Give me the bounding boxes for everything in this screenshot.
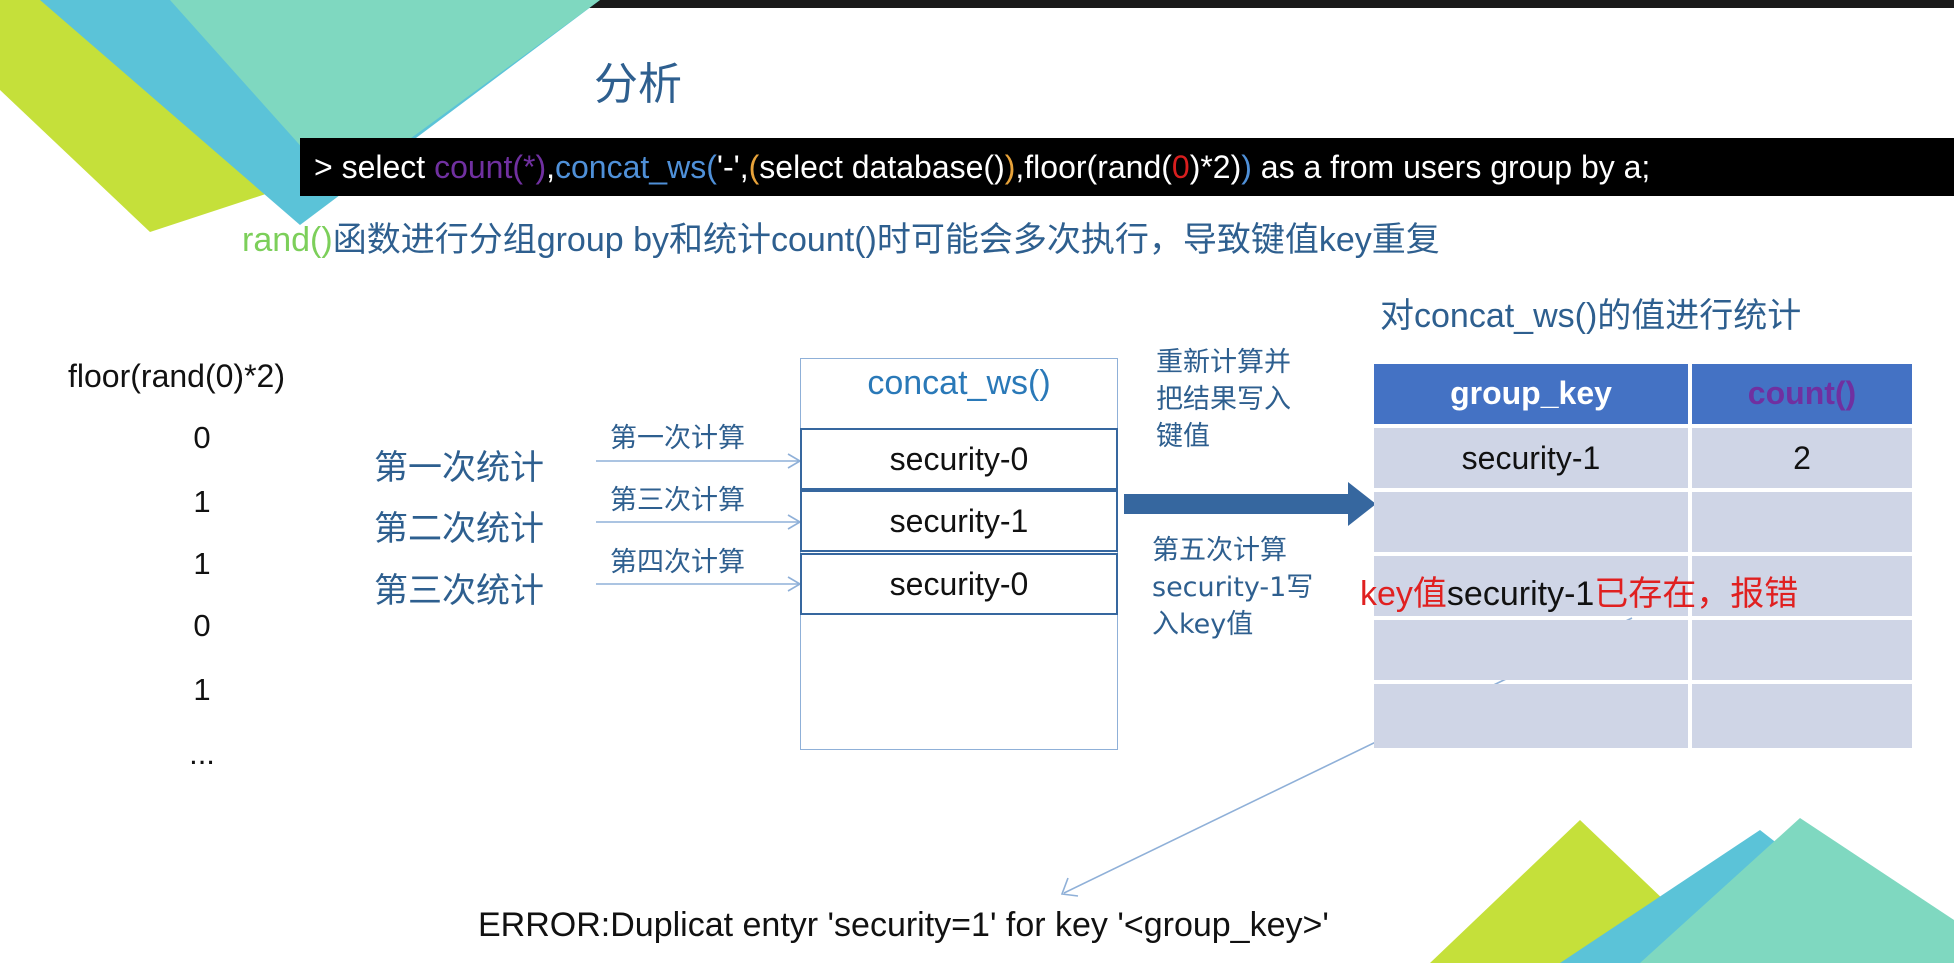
deco-teal-top (170, 0, 600, 190)
count-cell (1692, 556, 1912, 616)
sql-open-paren: ( (748, 149, 760, 185)
count-cell (1692, 492, 1912, 552)
sql-close-paren: ) (1004, 149, 1016, 185)
concat-ws-header: concat_ws() (867, 364, 1051, 402)
floor-value: 1 (193, 672, 211, 707)
sql-times-two: )*2) (1189, 149, 1242, 185)
floor-value: 0 (193, 608, 211, 643)
stat-label-3: 第三次统计 (374, 571, 544, 611)
sql-floor-part: ,floor(rand( (1015, 149, 1172, 185)
sql-query-bar: > select count(*),concat_ws('-',(select … (300, 138, 1954, 196)
sql-zero: 0 (1171, 149, 1190, 185)
sql-concat-fn: concat_ws( (555, 149, 717, 185)
floor-value: 1 (193, 546, 211, 581)
count-cell: 2 (1692, 428, 1912, 488)
group-table-title: 对concat_ws()的值进行统计 (1380, 297, 1802, 335)
group-key-cell (1374, 620, 1688, 680)
concat-cell: security-0 (800, 553, 1118, 615)
note-fifth-calc: 第五次计算 security-1写 入key值 (1152, 532, 1313, 643)
sql-comma: , (546, 149, 555, 185)
top-bar (0, 0, 1954, 8)
concat-cell: security-0 (800, 428, 1118, 490)
error-message: ERROR:Duplicat entyr 'security=1' for ke… (478, 906, 1329, 944)
calc-label-2: 第三次计算 (610, 485, 745, 516)
slide-title: 分析 (594, 59, 682, 110)
sql-rest: as a from users group by a; (1251, 149, 1651, 185)
floor-value: ... (189, 736, 215, 771)
subtitle: rand()函数进行分组group by和统计count()时可能会多次执行，导… (242, 212, 1440, 261)
note-line: 重新计算并 (1156, 347, 1291, 378)
note-line: 把结果写入 (1156, 384, 1291, 415)
count-header: count() (1692, 364, 1912, 424)
note-line: security-1写 (1152, 572, 1314, 603)
sql-concat-close: ) (1241, 149, 1252, 185)
error-pointer-arrowhead (1060, 877, 1079, 897)
note-line: 键值 (1156, 421, 1210, 452)
error-callout-prefix: key值 (1360, 575, 1447, 613)
note-line: 第五次计算 (1152, 535, 1287, 566)
group-key-cell (1374, 684, 1688, 748)
write-key-arrow (1124, 482, 1376, 526)
stat-label-2: 第二次统计 (374, 509, 544, 549)
group-key-header: group_key (1374, 364, 1688, 424)
count-cell (1692, 620, 1912, 680)
count-cell (1692, 684, 1912, 748)
sql-count-fn: count(*) (434, 149, 547, 185)
concat-cell: security-1 (800, 490, 1118, 552)
sql-select-database: select database() (759, 149, 1005, 185)
stat-label-1: 第一次统计 (374, 448, 544, 488)
sql-prompt: > select (314, 149, 435, 185)
floor-column-label: floor(rand(0)*2) (68, 358, 285, 394)
group-key-cell (1374, 556, 1688, 616)
error-callout: key值security-1已存在，报错 (1360, 566, 1798, 615)
note-line: 入key值 (1152, 609, 1254, 640)
subtitle-rand: rand() (242, 221, 333, 259)
subtitle-text: 函数进行分组group by和统计count()时可能会多次执行，导致键值key… (332, 221, 1440, 259)
calc-label-1: 第一次计算 (610, 423, 745, 454)
calc-label-3: 第四次计算 (610, 547, 745, 578)
floor-value: 0 (193, 420, 211, 455)
group-key-cell (1374, 492, 1688, 552)
group-key-cell: security-1 (1374, 428, 1688, 488)
floor-value: 1 (193, 484, 211, 519)
error-callout-key: security-1 (1446, 575, 1595, 613)
error-callout-suffix: 已存在，报错 (1594, 575, 1799, 613)
deco-teal-bottom (1640, 818, 1954, 963)
sql-separator-arg: '-', (716, 149, 749, 185)
note-recompute: 重新计算并 把结果写入 键值 (1156, 344, 1291, 455)
